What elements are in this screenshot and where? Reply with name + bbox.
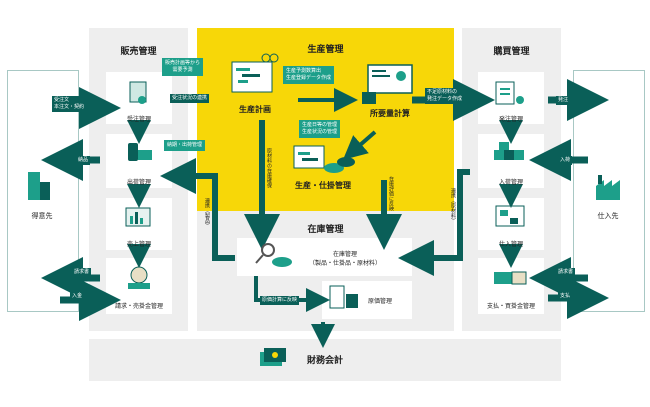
purchase-title: 購買管理	[493, 47, 530, 57]
wip-label: 生産・仕掛管理	[295, 181, 351, 190]
production-panel	[197, 28, 454, 211]
inventory-title: 在庫管理	[307, 225, 344, 235]
order-label: 受注管理	[126, 116, 151, 123]
sales-label: 売上管理	[126, 241, 151, 248]
shortage-tag: 不足原材料の 発注データ作成	[425, 88, 465, 104]
invoice-tag: 請求書	[72, 268, 92, 277]
payment-icon	[494, 271, 527, 285]
mrp-label: 所要量計算	[370, 109, 410, 118]
plan-label: 生産計画	[239, 105, 271, 114]
arrow-link-product	[160, 158, 235, 261]
plan-board-icon	[231, 53, 279, 93]
shelf-icon	[495, 205, 525, 227]
magnifier-icon	[255, 243, 292, 267]
daily-callout: 生産日等の管理 生産状況の管理	[299, 120, 341, 138]
forecast-callout: 生産予測数算出 生産登録データ作成	[283, 66, 335, 84]
money-icon	[260, 348, 286, 366]
monitor-icon	[362, 64, 413, 104]
cost-reflect-tag: 原価計算に反映	[260, 296, 300, 305]
payment-in-tag: 入金	[70, 292, 85, 301]
shipping-label: 出荷管理	[126, 179, 151, 186]
arrow-link-material	[398, 169, 470, 276]
inventory-label: 在庫管理	[332, 251, 357, 258]
building-icon	[28, 172, 50, 200]
customer-label: 得意先	[31, 212, 53, 220]
payment-out-tag: 支払	[558, 292, 573, 301]
factory-icon	[596, 175, 620, 200]
production-board-icon	[293, 145, 355, 173]
arrow-mrp-to-wip	[342, 130, 377, 160]
order-icon	[129, 81, 147, 104]
shipping-icon	[128, 143, 152, 161]
purchasing-label: 仕入管理	[498, 241, 523, 248]
supplier-label: 仕入先	[597, 212, 619, 220]
cost-label: 原価管理	[367, 298, 392, 305]
production-title: 生産管理	[307, 45, 344, 55]
boxes-icon	[494, 142, 524, 160]
payment-label: 支払・買掛金管理	[486, 303, 535, 310]
finance-title: 財務会計	[306, 356, 343, 366]
billing-label: 請求・売掛金管理	[114, 303, 163, 310]
ship-receipt-callout: 納期・出荷管理	[164, 140, 206, 151]
link-product-label: 連携（製品）	[204, 198, 210, 228]
receive-tag: 入荷	[558, 156, 573, 165]
billing-icon	[128, 266, 150, 289]
po-out-tag: 発注	[556, 96, 571, 105]
sales-title: 販売管理	[120, 47, 157, 57]
inventory-sublabel: （製品・仕掛品・原材料）	[308, 260, 381, 267]
po-label: 発注管理	[498, 116, 523, 123]
invoice-in-tag: 請求書	[556, 268, 576, 277]
link-material-label: 連携（原材料）	[450, 188, 456, 223]
sales-chart-icon	[125, 207, 151, 227]
material-stock-label: 原材料の在庫確保	[266, 148, 272, 188]
delivery-tag: 納品	[76, 156, 91, 165]
receiving-label: 入荷管理	[498, 179, 523, 186]
sales-plan-callout: 販売計画等から 需要予測	[162, 58, 204, 76]
order-status-tag: 受注状況の連携	[170, 94, 210, 103]
order-in-tag: 受注文 本注文・契約	[52, 96, 87, 112]
stock-eval-label: 在庫評価に反映	[388, 176, 394, 211]
po-icon	[495, 81, 524, 105]
calculator-icon	[329, 285, 358, 309]
